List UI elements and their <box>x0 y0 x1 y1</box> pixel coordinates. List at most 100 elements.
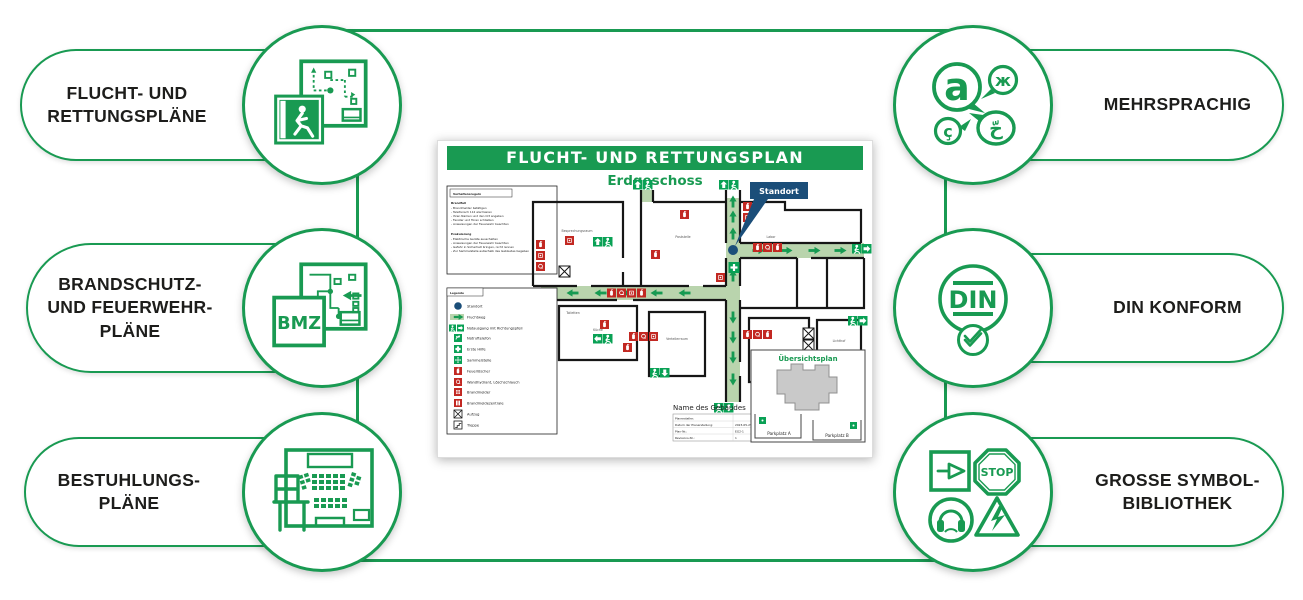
feature-circle-mehrsprachig: a ж ç حّ <box>893 25 1053 185</box>
feature-label-line: FLUCHT- UND <box>66 82 188 103</box>
rule-item: - Telefonisch 112 alarmieren <box>451 210 492 214</box>
ear-protection-icon <box>928 497 974 543</box>
legend-label: Fluchtweg <box>467 315 485 319</box>
legend-label: Treppe <box>466 423 480 427</box>
fire-protection-plan-icon: BMZ <box>272 262 368 348</box>
feature-label-line: UND FEUERWEHR- <box>47 297 213 318</box>
rule-item: - Anweisungen der Feuerwehr beachten <box>451 241 509 245</box>
language-glyph-latin: a <box>944 65 970 109</box>
first-aid-sign <box>728 262 740 273</box>
legend-label: Notausgang mit Richtungspfeil <box>467 326 523 330</box>
escape-plan-icon <box>274 59 368 145</box>
rule-item: - Gefahr in Sicherheit bringen, nicht re… <box>451 245 514 249</box>
overview-box: Übersichtsplan Parkplatz A Parkplatz B <box>750 349 866 443</box>
rule-item: - Fenster und Türen schließen <box>451 218 494 222</box>
floor-label: Erdgeschoss <box>607 173 702 189</box>
connector-line-bottom <box>322 559 973 562</box>
feature-label-line: BESTUHLUNGS- <box>57 469 201 490</box>
legend-box: Legende Standort Fluchtweg Notausgang mi… <box>446 287 558 435</box>
room-label: Besprechungsraum <box>562 229 593 233</box>
direction-sign-icon <box>929 450 971 492</box>
rules-heading: Evakuierung <box>451 232 471 236</box>
standort-label: Standort <box>759 187 799 196</box>
language-glyph-arabic: حّ <box>989 118 1003 140</box>
feature-circle-brandschutz: BMZ <box>242 228 402 388</box>
info-label: Datum der Planerstellung: <box>675 423 713 427</box>
rules-heading: Brandfall <box>451 201 466 205</box>
overview-title: Übersichtsplan <box>778 354 837 363</box>
feature-circle-symbole: STOP <box>893 412 1053 572</box>
info-label: Planersteller: <box>675 416 694 420</box>
din-text: DIN <box>949 286 998 314</box>
room-label: Verteilerraum <box>666 337 688 341</box>
stop-sign-icon: STOP <box>973 448 1021 496</box>
feature-label-line: PLÄNE <box>99 320 161 341</box>
parking-a-label: Parkplatz A <box>767 431 791 436</box>
standort-dot <box>728 245 738 255</box>
standort-flag: Standort <box>728 182 808 255</box>
legend-label: Standort <box>467 304 483 308</box>
building-name: Name des Gebäudes <box>673 404 746 412</box>
rule-item: - Elektrische Geräte ausschalten <box>451 237 498 241</box>
elevator-symbol <box>558 265 815 352</box>
bmz-panel: BMZ <box>272 295 326 348</box>
rule-item: - Zur Sammelstelle außerhalb des Gebäude… <box>451 249 529 253</box>
feature-circle-bestuhlung <box>242 412 402 572</box>
exit-sign <box>532 180 872 413</box>
multilingual-icon: a ж ç حّ <box>932 62 1019 146</box>
room-label: Lichthof <box>833 339 847 343</box>
legend-label: Brandmeldezentrale <box>467 401 504 405</box>
legend-title: Legende <box>450 291 464 295</box>
info-value: 1 <box>735 436 737 440</box>
language-glyph-cedilla: ç <box>943 122 952 141</box>
legend-label: Erste Hilfe <box>467 347 486 351</box>
room-label: Küche <box>593 328 603 332</box>
checkmark-badge <box>957 324 989 356</box>
building-footprint <box>776 363 838 411</box>
legend-label: Aufzug <box>467 412 479 416</box>
feature-circle-flucht <box>242 25 402 185</box>
rules-title: Verhaltensregeln <box>453 192 481 196</box>
escape-plan-drawing: FLUCHT- UND RETTUNGSPLAN Erdgeschoss Ver… <box>437 140 873 458</box>
feature-circle-din: DIN <box>893 228 1053 388</box>
info-label: Plan-Nr.: <box>675 429 687 433</box>
seating-plan-icon <box>272 448 374 532</box>
feature-label-line: BRANDSCHUTZ- <box>58 273 202 294</box>
escape-plan-preview: FLUCHT- UND RETTUNGSPLAN Erdgeschoss Ver… <box>437 140 873 458</box>
room-label: Labor <box>766 235 776 239</box>
plan-title: FLUCHT- UND RETTUNGSPLAN <box>506 148 804 167</box>
info-value: EG2-1 <box>735 429 744 433</box>
chair-icon <box>272 474 310 532</box>
rule-item: - Brandmelder betätigen <box>451 206 487 210</box>
language-glyph-cyrillic: ж <box>995 71 1011 90</box>
feature-label-line: DIN KONFORM <box>1113 297 1242 318</box>
fire-safety-signs <box>536 202 782 352</box>
info-label: Revisions-Nr.: <box>675 436 695 440</box>
connector-line-top <box>322 29 973 32</box>
rule-item: - Ihren Namen und den Ort angeben <box>451 214 504 218</box>
legend-label: Wandhydrant, Löschschlauch <box>467 380 520 384</box>
legend-label: Feuerlöscher <box>467 369 491 373</box>
electric-hazard-icon <box>974 496 1020 537</box>
legend-label: Notruftelefon <box>467 336 491 340</box>
rules-box: Verhaltensregeln Brandfall - Brandmelder… <box>446 185 558 275</box>
stop-text: STOP <box>981 466 1014 479</box>
room-label: Toiletten <box>565 311 580 315</box>
info-value: 2023-05-25 <box>735 423 752 427</box>
feature-label-line: PLÄNE <box>98 493 160 513</box>
rule-item: - Anweisungen der Feuerwehr beachten <box>451 222 509 226</box>
din-conform-icon: DIN <box>938 264 1008 356</box>
assembly-point-sign <box>759 417 857 429</box>
feature-label-line: BIBLIOTHEK <box>1122 493 1233 513</box>
feature-label-line: RETTUNGSPLÄNE <box>47 106 207 126</box>
emergency-exit-sign <box>274 94 325 145</box>
bmz-text: BMZ <box>277 314 321 334</box>
legend-label: Brandmelder <box>467 390 491 394</box>
feature-label-line: GROSSE SYMBOL- <box>1095 469 1260 490</box>
parking-b-label: Parkplatz B <box>825 433 849 438</box>
room-label: Poststelle <box>675 235 690 239</box>
standort-dot <box>454 302 462 310</box>
plan-title-bar: FLUCHT- UND RETTUNGSPLAN <box>447 146 863 170</box>
feature-label-line: MEHRSPRACHIG <box>1103 94 1252 115</box>
